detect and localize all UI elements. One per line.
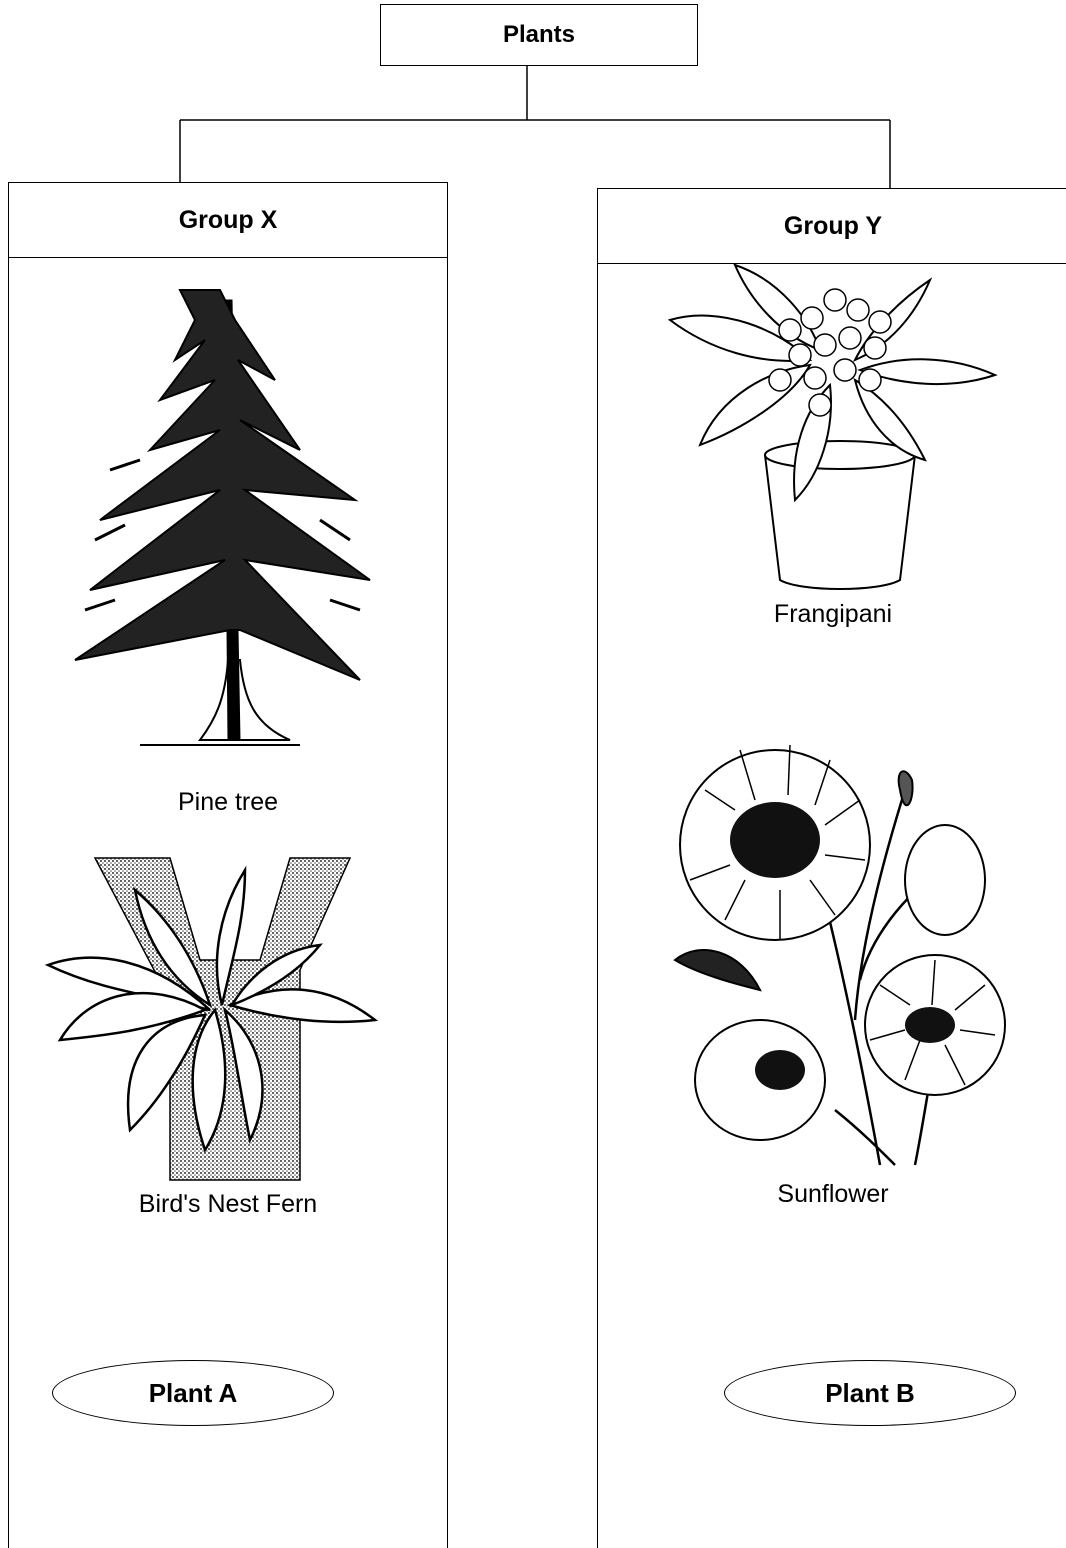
- sunflower-label: Sunflower: [597, 1180, 1066, 1209]
- plant-b-label: Plant B: [825, 1378, 915, 1409]
- plant-a-label: Plant A: [149, 1378, 238, 1409]
- plant-b-oval: Plant B: [724, 1360, 1016, 1426]
- plant-a-oval: Plant A: [52, 1360, 334, 1426]
